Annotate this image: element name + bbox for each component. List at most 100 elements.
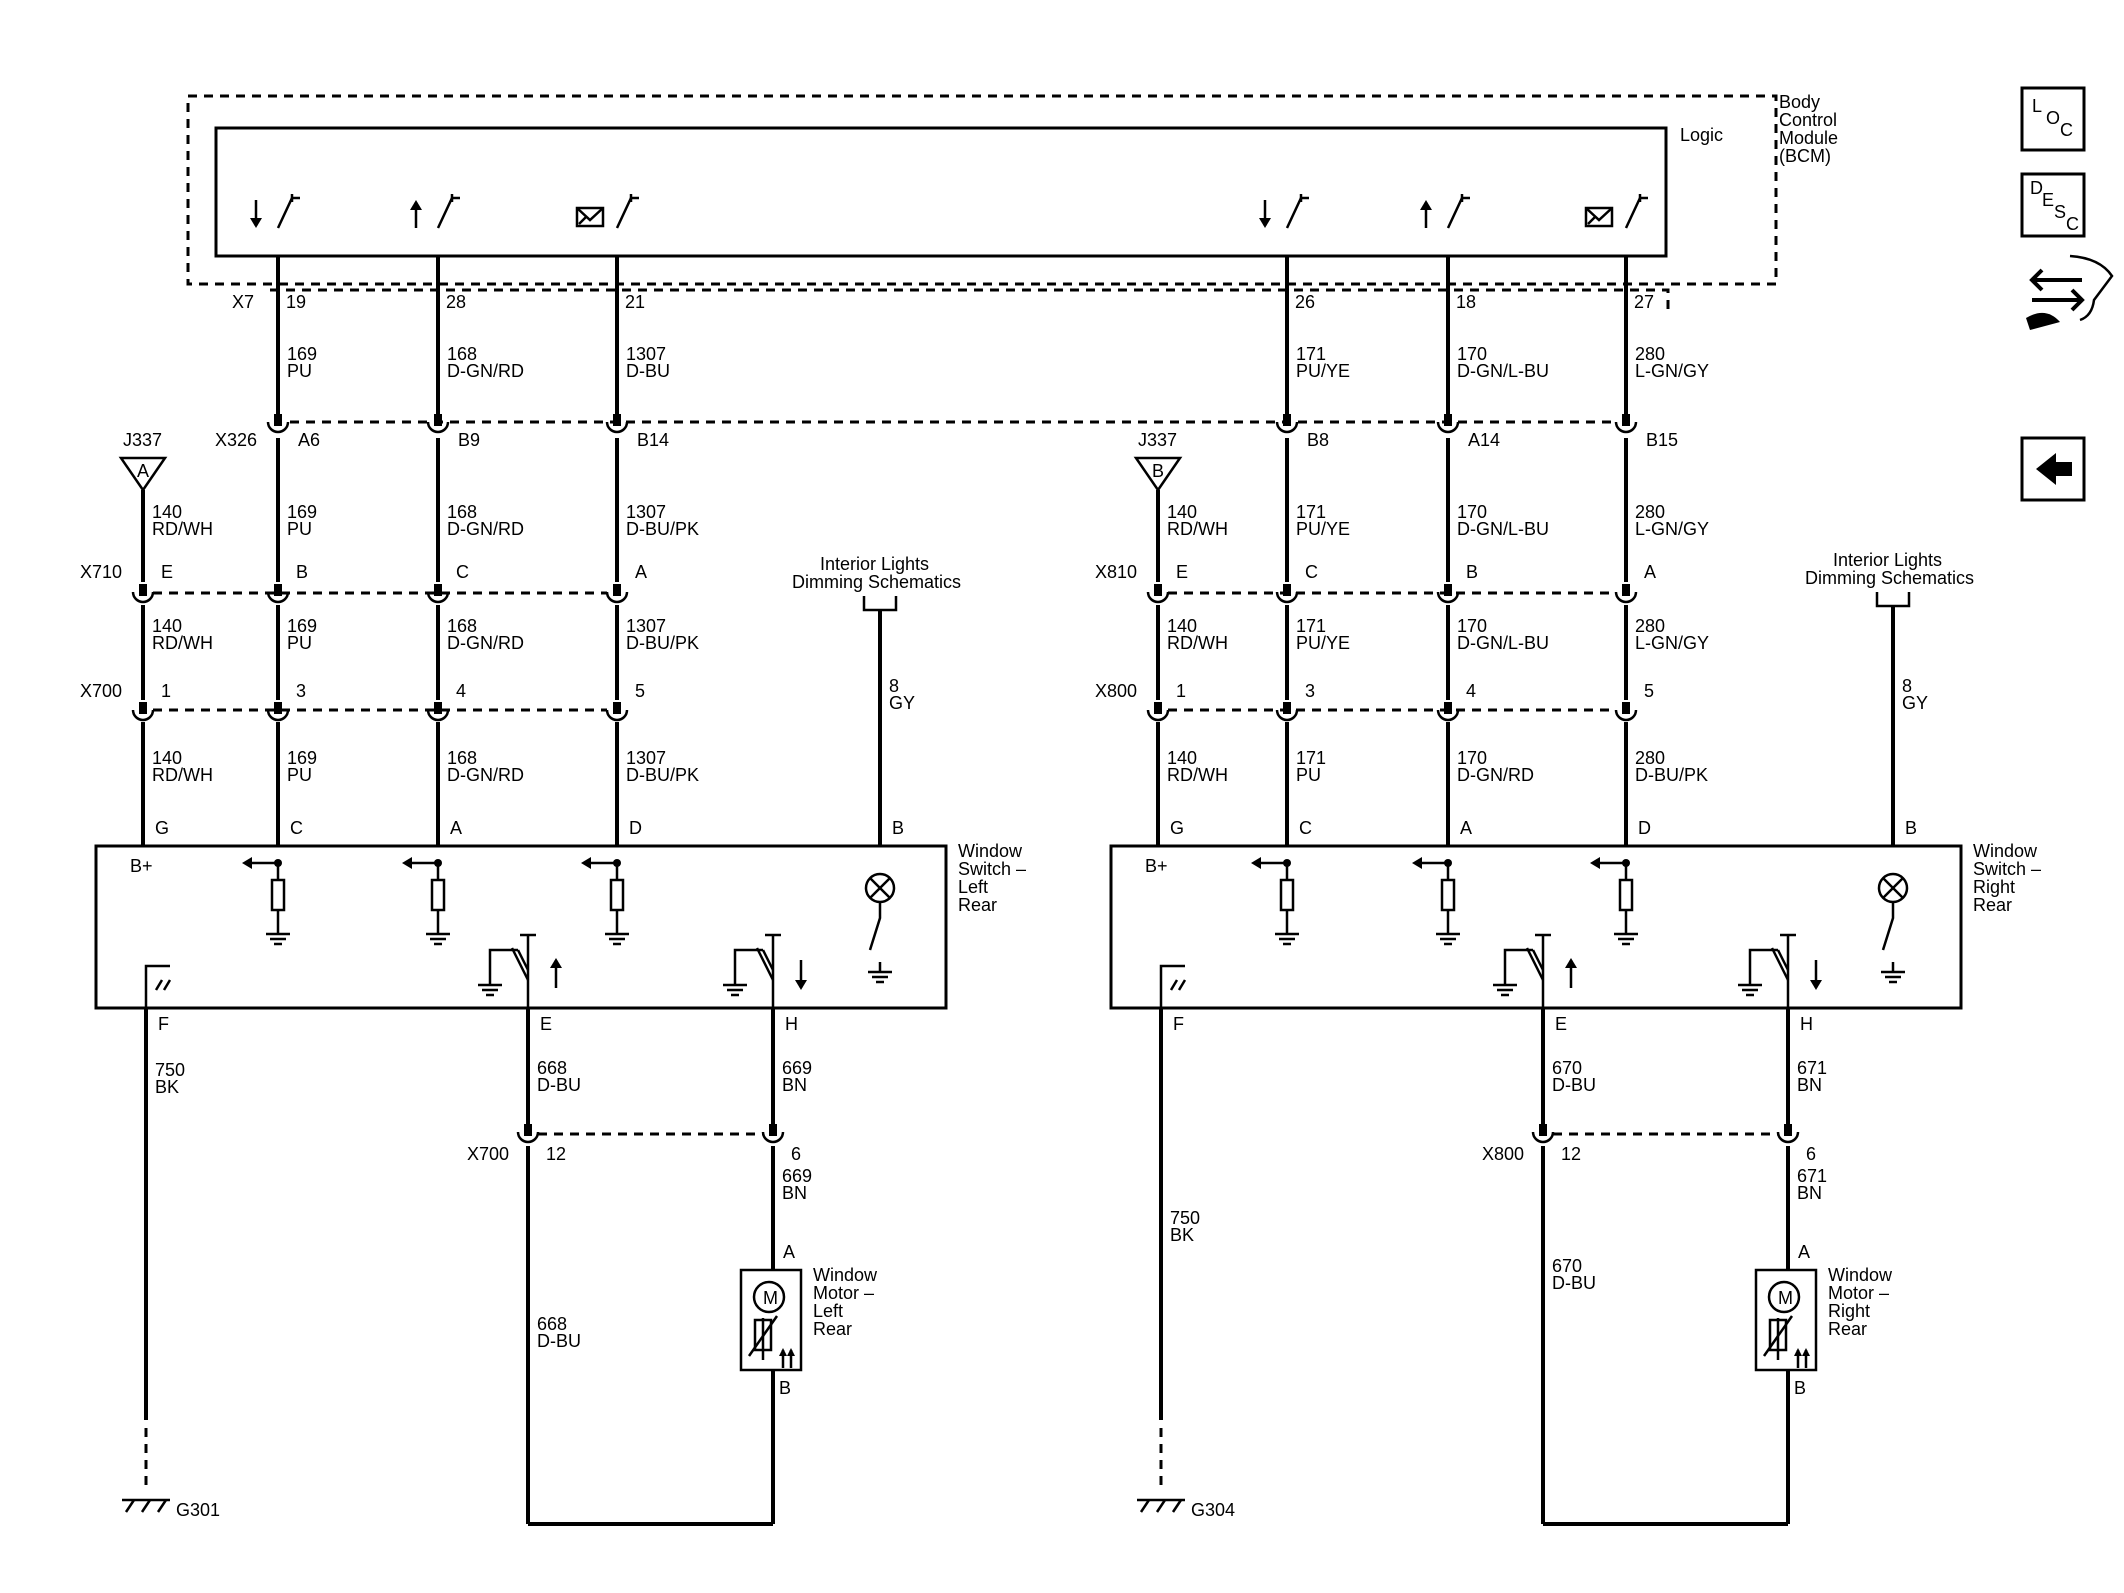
window-up-switch-icon xyxy=(488,933,562,1008)
x7-connector-outline xyxy=(270,288,1670,310)
connector-pin-label: 1 xyxy=(161,681,171,701)
bcm-title: Body xyxy=(1779,92,1820,112)
wire-color-code: RD/WH xyxy=(1167,519,1228,539)
connector-pin-label: E xyxy=(1176,562,1188,582)
wire-circuit-number: 671 xyxy=(1797,1058,1827,1078)
motor-pin-label: B xyxy=(1794,1378,1806,1398)
wire-circuit-number: 140 xyxy=(1167,616,1197,636)
window-switch-name: Window xyxy=(1973,841,2038,861)
wire-color-code: RD/WH xyxy=(152,519,213,539)
wire-color-code: PU xyxy=(287,633,312,653)
location-icon-letter: O xyxy=(2046,108,2060,128)
window-motor-icon xyxy=(1754,1268,1818,1372)
connector-pin-label: A xyxy=(1644,562,1656,582)
connector-pin-label: 5 xyxy=(1644,681,1654,701)
switch-pin-label: H xyxy=(1800,1014,1813,1034)
interior-lights-label: Dimming Schematics xyxy=(1805,568,1974,588)
ground-icon xyxy=(426,924,450,946)
location-icon[interactable] xyxy=(2020,86,2086,152)
wire-color-code: PU/YE xyxy=(1296,361,1350,381)
window-motor-name: Motor – xyxy=(1828,1283,1889,1303)
led-indicator-icon xyxy=(581,857,625,924)
wire-circuit-number: 140 xyxy=(152,616,182,636)
ground-icon xyxy=(1614,924,1638,946)
connector-name: X800 xyxy=(1095,681,1137,701)
x326-pin-label: A6 xyxy=(298,430,320,450)
wire-circuit-number: 1307 xyxy=(626,748,666,768)
wire-color-code: D-GN/L-BU xyxy=(1457,633,1549,653)
connector-terminal xyxy=(1146,702,1170,722)
ground-icon xyxy=(1881,962,1905,984)
wire-circuit-number: 280 xyxy=(1635,616,1665,636)
x7-pin-label: 27 xyxy=(1634,292,1654,312)
connector-repair-icon[interactable] xyxy=(2026,254,2114,330)
window-motor-name: Window xyxy=(1828,1265,1893,1285)
connector-name-x7: X7 xyxy=(232,292,254,312)
x326-connector-terminal xyxy=(266,414,290,434)
window-motor-name: Window xyxy=(813,1265,878,1285)
wire-color-code: D-BU/PK xyxy=(1635,765,1708,785)
wire-circuit-number: 750 xyxy=(1170,1208,1200,1228)
description-icon-letter: D xyxy=(2030,178,2043,198)
switch-pin-label: E xyxy=(1555,1014,1567,1034)
connector-pin-label: B xyxy=(296,562,308,582)
connector-terminal xyxy=(266,702,290,722)
wire-circuit-number: 280 xyxy=(1635,502,1665,522)
bcm-up-switch-icon xyxy=(1420,194,1470,229)
switch-pin-label: C xyxy=(290,818,303,838)
x326-connector-terminal xyxy=(1275,414,1299,434)
wire-color-code: PU xyxy=(287,361,312,381)
back-arrow-icon[interactable] xyxy=(2020,436,2086,502)
x326-connector-terminal xyxy=(426,414,450,434)
window-motor-name: Left xyxy=(813,1301,843,1321)
ground-icon xyxy=(723,975,747,997)
wire-circuit-number: 169 xyxy=(287,502,317,522)
wire-color-code: BN xyxy=(1797,1075,1822,1095)
connector-terminal xyxy=(1275,584,1299,604)
connector-name: X710 xyxy=(80,562,122,582)
connector-pin-label: E xyxy=(161,562,173,582)
wire-color-code: L-GN/GY xyxy=(1635,361,1709,381)
splice-label: B xyxy=(1152,461,1164,481)
ground-name: G301 xyxy=(176,1500,220,1520)
wire-circuit-number: 668 xyxy=(537,1314,567,1334)
interior-lights-label: Interior Lights xyxy=(820,554,929,574)
wire-circuit-number: 168 xyxy=(447,616,477,636)
connector-terminal xyxy=(1614,584,1638,604)
led-indicator-icon xyxy=(402,857,446,924)
wire-color-code: PU xyxy=(287,519,312,539)
connector-pin-label: 4 xyxy=(1466,681,1476,701)
wire-circuit-number: 170 xyxy=(1457,748,1487,768)
x326-connector-terminal xyxy=(1614,414,1638,434)
location-icon-letter: C xyxy=(2060,120,2073,140)
wire-circuit-number: 1307 xyxy=(626,344,666,364)
connector-pin-label: 12 xyxy=(546,1144,566,1164)
ground-icon xyxy=(266,924,290,946)
wire-circuit-number: 669 xyxy=(782,1166,812,1186)
wire-color-code: RD/WH xyxy=(152,633,213,653)
wire-color-code: PU xyxy=(1296,765,1321,785)
wire-circuit-number: 171 xyxy=(1296,616,1326,636)
logic-label: Logic xyxy=(1680,125,1723,145)
window-down-switch-icon xyxy=(1748,933,1822,1008)
wire-circuit-number: 1307 xyxy=(626,616,666,636)
window-switch-name: Right xyxy=(1973,877,2015,897)
connector-pin-label: C xyxy=(456,562,469,582)
wire-color-code: PU/YE xyxy=(1296,633,1350,653)
connector-terminal xyxy=(426,584,450,604)
switch-pin-label: D xyxy=(629,818,642,838)
bcm-down-switch-icon xyxy=(250,194,300,229)
back-arrow-icon[interactable] xyxy=(2036,453,2072,485)
connector-terminal xyxy=(761,1124,785,1144)
window-switch-name: Rear xyxy=(1973,895,2012,915)
bcm-express-switch-icon xyxy=(1584,194,1648,229)
connector-reference-icon xyxy=(1875,592,1911,608)
description-icon[interactable] xyxy=(2020,172,2086,238)
connector-pin-label: B xyxy=(1466,562,1478,582)
wire-circuit-number: 671 xyxy=(1797,1166,1827,1186)
chassis-ground-icon xyxy=(154,979,172,991)
connector-terminal xyxy=(516,1124,540,1144)
wire-color-code: D-BU xyxy=(626,361,670,381)
connector-name-x326: X326 xyxy=(215,430,257,450)
lamp-icon xyxy=(864,872,896,951)
